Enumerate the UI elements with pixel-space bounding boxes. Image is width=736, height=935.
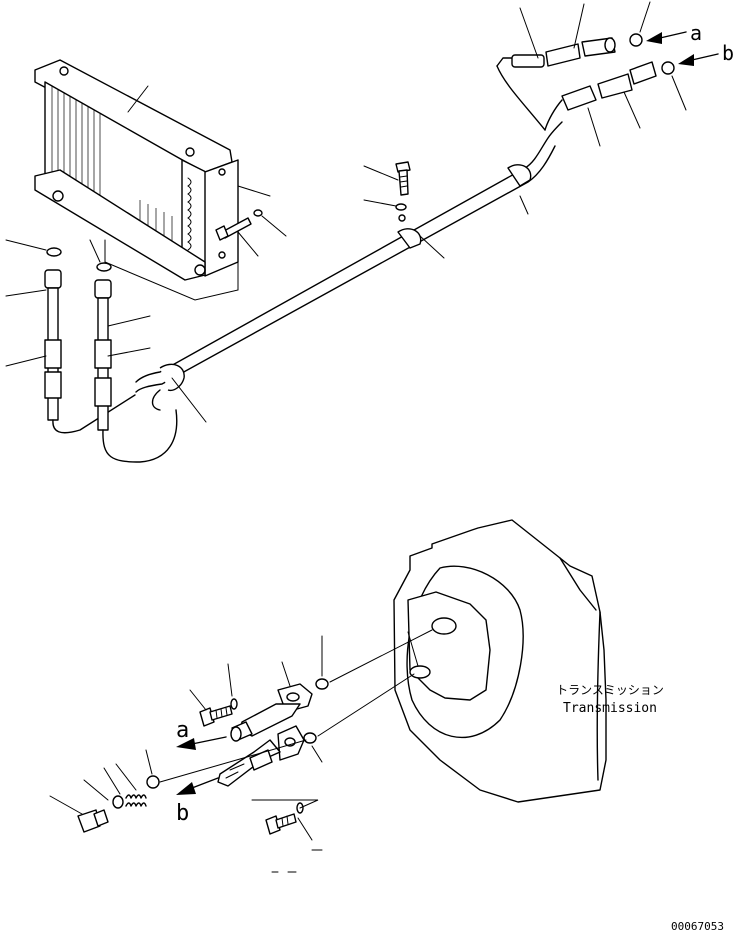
o-ring	[46, 247, 62, 257]
pipe-clamp	[159, 164, 532, 392]
hose-right	[94, 279, 178, 463]
arrow-a-top	[646, 31, 687, 44]
arrow-b-lower	[176, 777, 219, 795]
transmission-housing	[393, 519, 607, 803]
arrow-b-top	[678, 53, 719, 66]
label-b-lower: b	[176, 801, 189, 826]
elbow-bolt-upper	[199, 698, 238, 727]
clamp-bolt	[395, 161, 411, 211]
cooler-mount-bolt	[215, 209, 263, 241]
relief-valve-parts	[77, 739, 307, 833]
transmission-label-en: Transmission	[563, 701, 657, 716]
hose-left	[44, 269, 136, 434]
label-a-lower: a	[176, 718, 189, 743]
oil-cooler	[34, 59, 239, 301]
o-ring	[303, 732, 317, 744]
elbow-bolt-lower	[251, 799, 319, 835]
oil-pipe	[135, 121, 563, 411]
leader-line	[317, 673, 415, 737]
index-marks	[271, 849, 323, 873]
drawing-number: 00067053	[671, 920, 724, 933]
hose-fittings-a	[496, 33, 643, 131]
callout-leaders	[5, 1, 687, 841]
o-ring	[315, 678, 329, 690]
elbow-upper	[230, 683, 313, 742]
hose-fittings-b	[544, 61, 675, 131]
label-b-top: b	[722, 41, 734, 65]
leader-line	[329, 629, 433, 683]
arrow-a-lower	[176, 736, 227, 750]
label-a-top: a	[690, 21, 702, 45]
o-ring	[96, 262, 112, 272]
transmission-label-jp: トランスミッション	[556, 683, 664, 697]
